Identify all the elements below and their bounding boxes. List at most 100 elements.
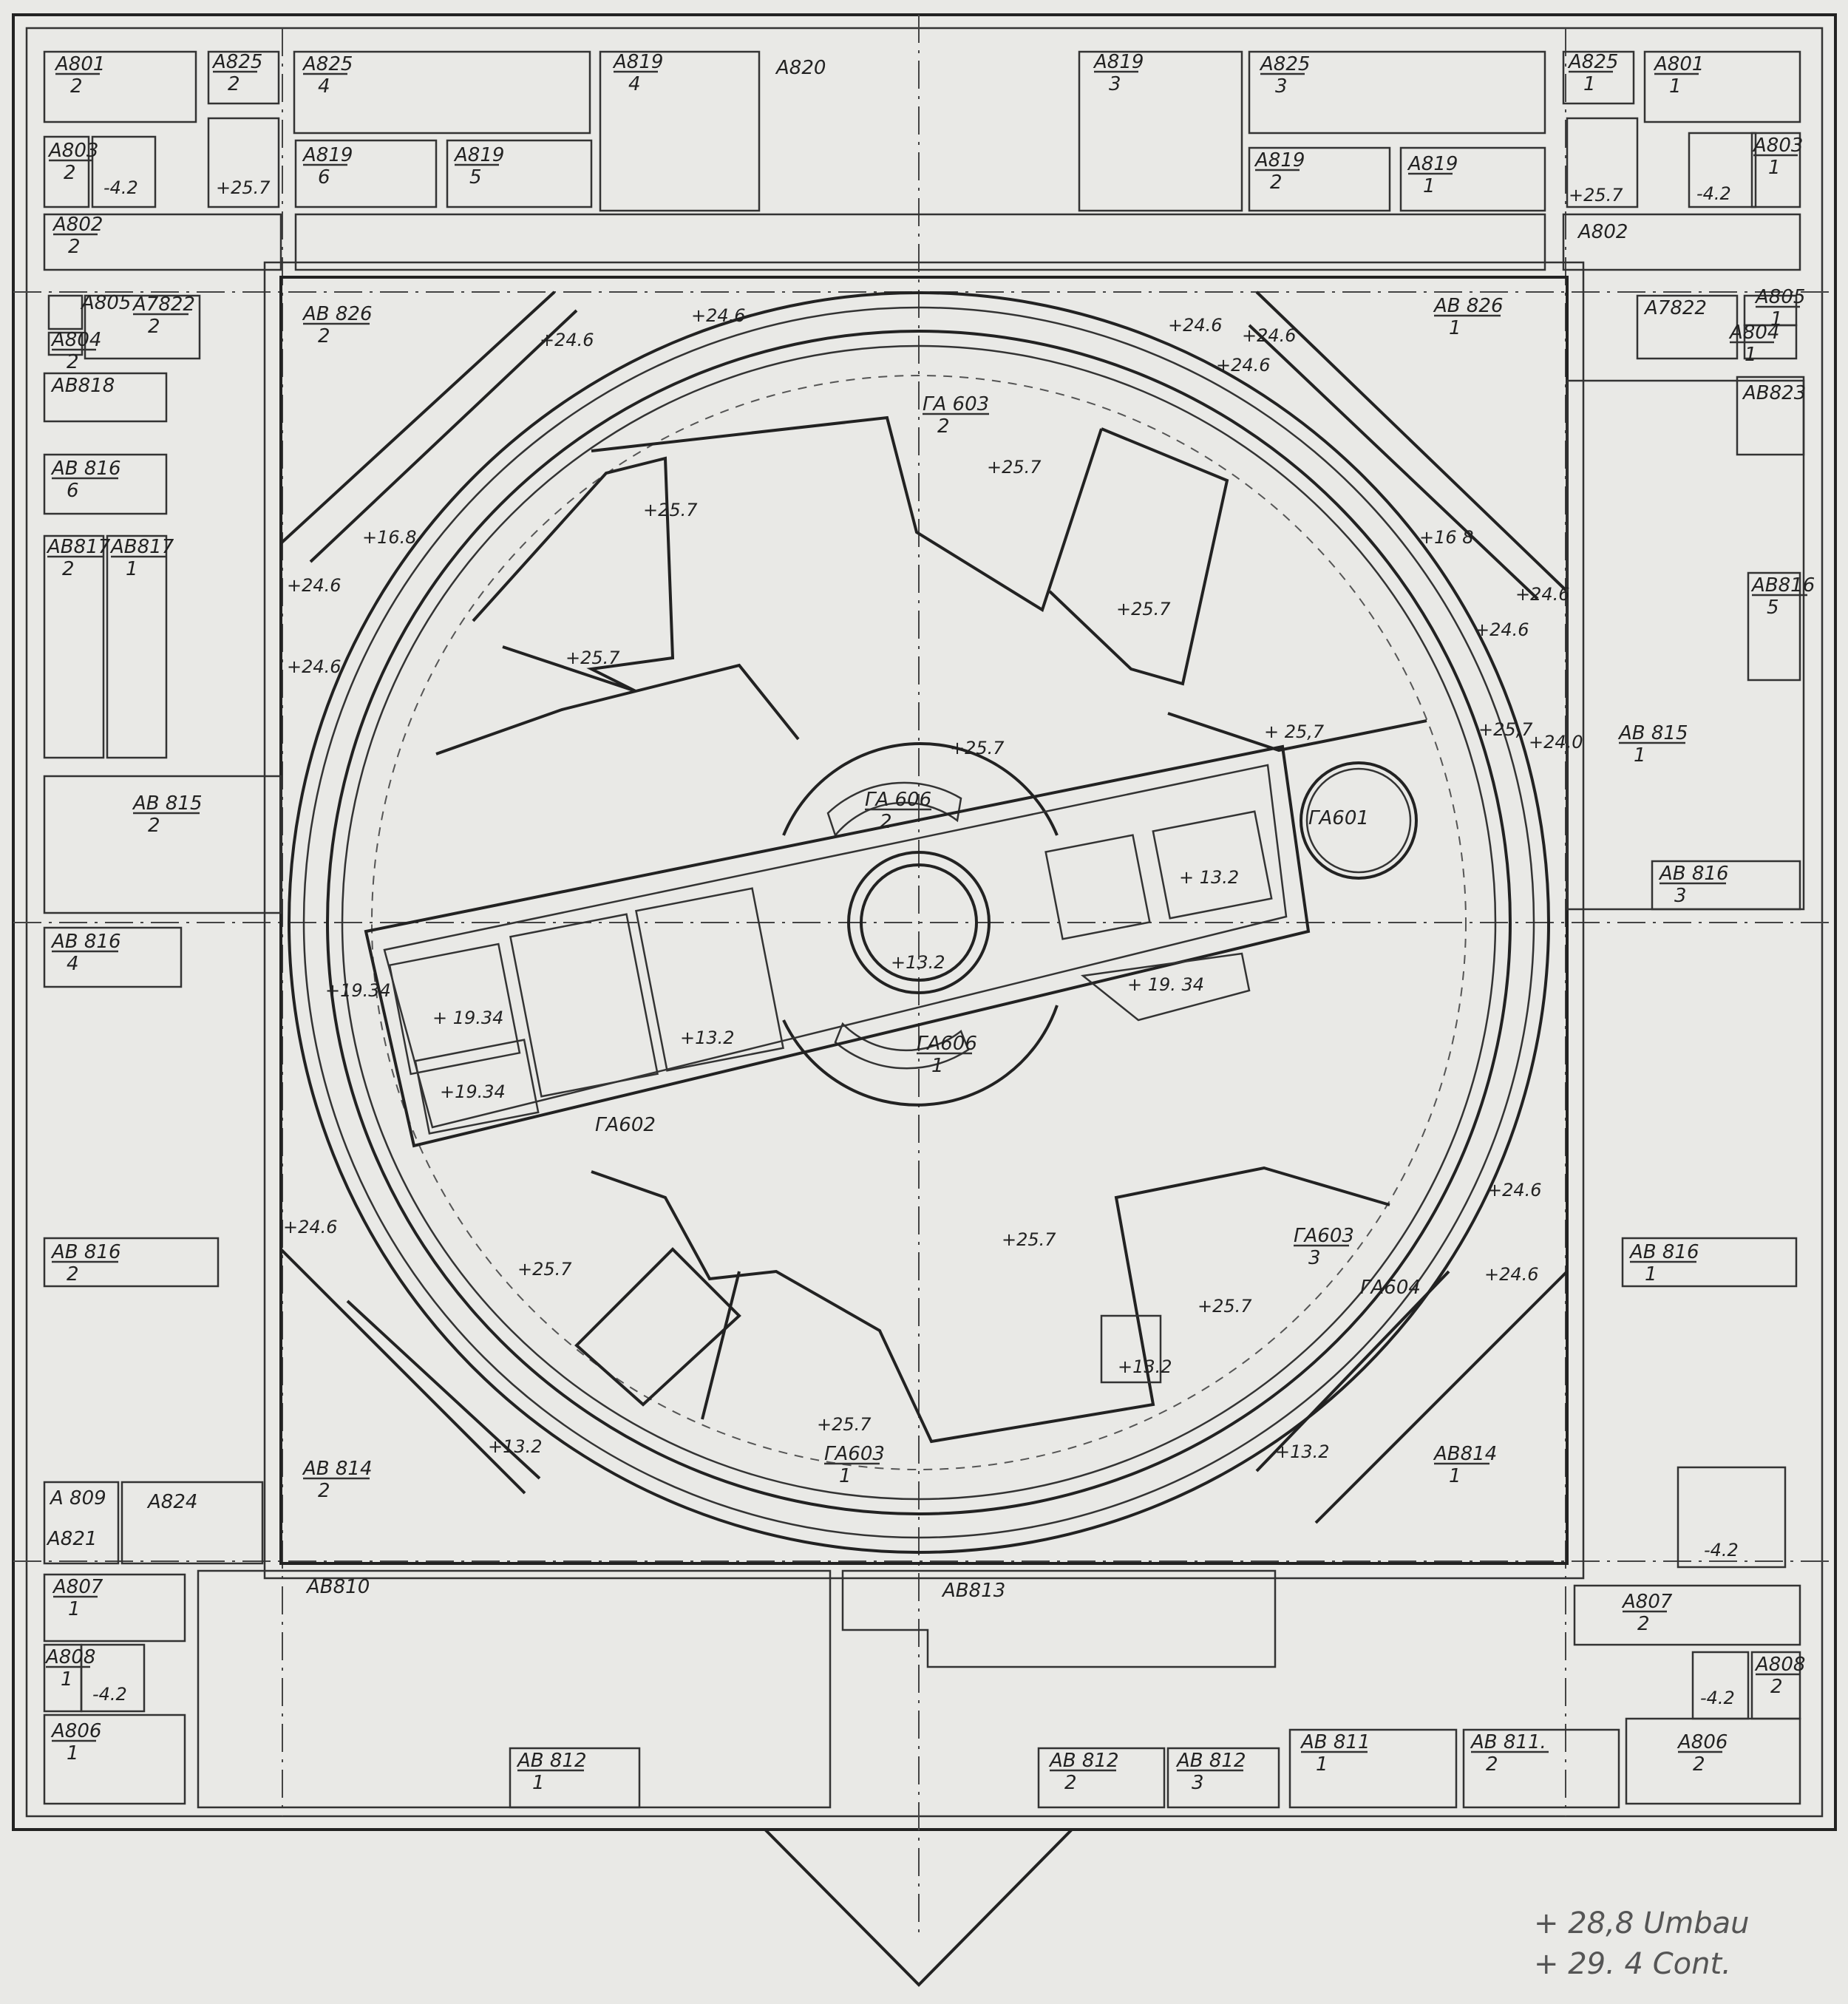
room-m42-bl xyxy=(80,1643,146,1713)
room-number-a7822_2: 2 xyxy=(148,316,160,338)
elevation-mark: +25.7 xyxy=(643,500,698,520)
main-ring-inner xyxy=(341,344,1497,1501)
room-label-ab811_2: АВ 811. xyxy=(1470,1731,1546,1753)
room-ab818 xyxy=(43,372,168,423)
elevation-mark: -4.2 xyxy=(103,177,138,198)
diagonal-wall-se-inner xyxy=(1255,1270,1450,1473)
room-ab816-6 xyxy=(43,453,168,515)
room-a819-4 xyxy=(599,50,761,212)
elevation-note: + 28,8 Umbau xyxy=(1534,1906,1750,1940)
elevation-mark: +24.6 xyxy=(1216,355,1271,376)
room-label-a819_2: А819 xyxy=(1254,149,1305,171)
room-ab810 xyxy=(197,1569,832,1809)
transfer-corridor-inner xyxy=(383,764,1288,1129)
room-label-ga603_1: ГА603 xyxy=(824,1443,885,1465)
room-label-ga604: ГА604 xyxy=(1360,1277,1421,1299)
room-label-ab812_3: АВ 812 xyxy=(1175,1750,1246,1772)
room-number-a819_6: 6 xyxy=(318,166,330,188)
partition-s xyxy=(591,1166,1390,1444)
room-number-ab814_1: 1 xyxy=(1449,1465,1461,1487)
room-a819-1 xyxy=(1399,146,1546,212)
room-label-ab816_5: АВ816 xyxy=(1750,574,1815,597)
ga606-1-arc xyxy=(834,1022,970,1070)
room-ab812-2 xyxy=(1037,1747,1166,1809)
room-number-ab817_2: 2 xyxy=(62,558,75,580)
room-ab815-2 xyxy=(43,775,282,914)
room-ab815-1 xyxy=(1566,379,1805,911)
room-number-ab815_1: 1 xyxy=(1634,744,1646,767)
room-label-ab817_2: АВ817 xyxy=(46,536,111,558)
room-m42-left xyxy=(91,135,157,208)
room-label-a821: А821 xyxy=(46,1528,97,1550)
room-label-a803_1: А803 xyxy=(1752,135,1803,157)
room-number-a807_2: 2 xyxy=(1637,1613,1650,1635)
room-m42-br xyxy=(1677,1466,1787,1569)
elevation-mark: +25.7 xyxy=(1198,1296,1252,1317)
room-label-a825_2: А825 xyxy=(211,51,262,73)
room-a801-2 xyxy=(43,50,197,123)
room-a803-2 xyxy=(43,135,90,208)
elevation-mark: -4.2 xyxy=(1704,1540,1739,1560)
room-a807-1 xyxy=(43,1573,186,1643)
room-number-ab816_4: 4 xyxy=(67,953,79,975)
elevation-mark: +24.6 xyxy=(1168,315,1223,336)
ga601-pool-inner xyxy=(1305,767,1412,874)
elevation-mark: +24.6 xyxy=(1487,1180,1542,1200)
cell-13-2-a xyxy=(635,887,784,1072)
room-ab817-1 xyxy=(106,534,168,759)
room-label-a801_1: А801 xyxy=(1653,53,1704,75)
room-a819-6 xyxy=(294,139,438,208)
room-number-a801_1: 1 xyxy=(1669,75,1682,98)
room-label-ab816_3: АВ 816 xyxy=(1658,863,1729,885)
room-label-ab816_4: АВ 816 xyxy=(50,931,121,953)
partition-ne xyxy=(1048,427,1229,686)
elevation-mark: +24.6 xyxy=(1242,325,1297,346)
room-label-ab813: АВ813 xyxy=(941,1580,1005,1602)
elevation-mark: +13.2 xyxy=(1275,1441,1330,1462)
elevation-mark: +25.7 xyxy=(1569,185,1623,206)
room-257-right xyxy=(1566,117,1639,208)
room-a804-2 xyxy=(47,331,84,356)
room-a802 xyxy=(1562,213,1801,271)
room-label-ga602: ГА602 xyxy=(595,1114,656,1136)
room-number-a819_5: 5 xyxy=(469,166,482,188)
room-number-a825_1: 1 xyxy=(1583,73,1596,95)
room-number-a819_2: 2 xyxy=(1270,171,1283,194)
room-label-a819_5: А819 xyxy=(453,144,504,166)
diagonal-wall-nw xyxy=(279,291,556,545)
room-label-a824: А824 xyxy=(146,1491,197,1513)
room-number-a803_2: 2 xyxy=(64,162,76,184)
room-ab812-1 xyxy=(509,1747,641,1809)
room-number-a825_4: 4 xyxy=(318,75,330,98)
room-number-a804_2: 2 xyxy=(67,351,79,373)
room-number-a804_1: 1 xyxy=(1745,344,1757,366)
room-a819-2 xyxy=(1248,146,1391,212)
room-number-a805_1: 1 xyxy=(1770,308,1783,330)
outer-ring xyxy=(288,291,1550,1554)
cell-19-34-c xyxy=(1080,952,1251,1022)
elevation-mark: + 19. 34 xyxy=(1127,974,1204,995)
elevation-mark: +24.6 xyxy=(691,305,746,326)
elevation-mark: +24.6 xyxy=(287,575,342,596)
room-label-a806_2: А806 xyxy=(1677,1731,1728,1753)
room-label-ab810: АВ810 xyxy=(305,1576,370,1598)
room-label-a825_4: А825 xyxy=(302,53,353,75)
room-label-a807_1: А807 xyxy=(52,1576,103,1598)
room-label-a819_4: А819 xyxy=(612,51,663,73)
room-257-left xyxy=(207,117,280,208)
room-number-ab826_2: 2 xyxy=(318,325,330,347)
room-number-a808_1: 1 xyxy=(61,1668,73,1691)
room-label-ab814_2: АВ 814 xyxy=(302,1458,373,1480)
central-block-outer xyxy=(263,261,1585,1580)
room-number-ab816_3: 3 xyxy=(1674,885,1687,907)
room-label-a825_1: А825 xyxy=(1567,51,1618,73)
room-number-ga606_1: 1 xyxy=(931,1055,944,1077)
elevation-mark: +24.6 xyxy=(1484,1264,1539,1285)
diagonal-wall-sw-inner xyxy=(346,1300,541,1480)
elevation-mark: + 25,7 xyxy=(1264,721,1325,742)
room-label-a802_2: А802 xyxy=(52,214,103,236)
room-number-ab815_2: 2 xyxy=(148,815,160,837)
elevation-mark: + 19.34 xyxy=(432,1008,503,1028)
outer-ring-inner xyxy=(302,306,1535,1539)
